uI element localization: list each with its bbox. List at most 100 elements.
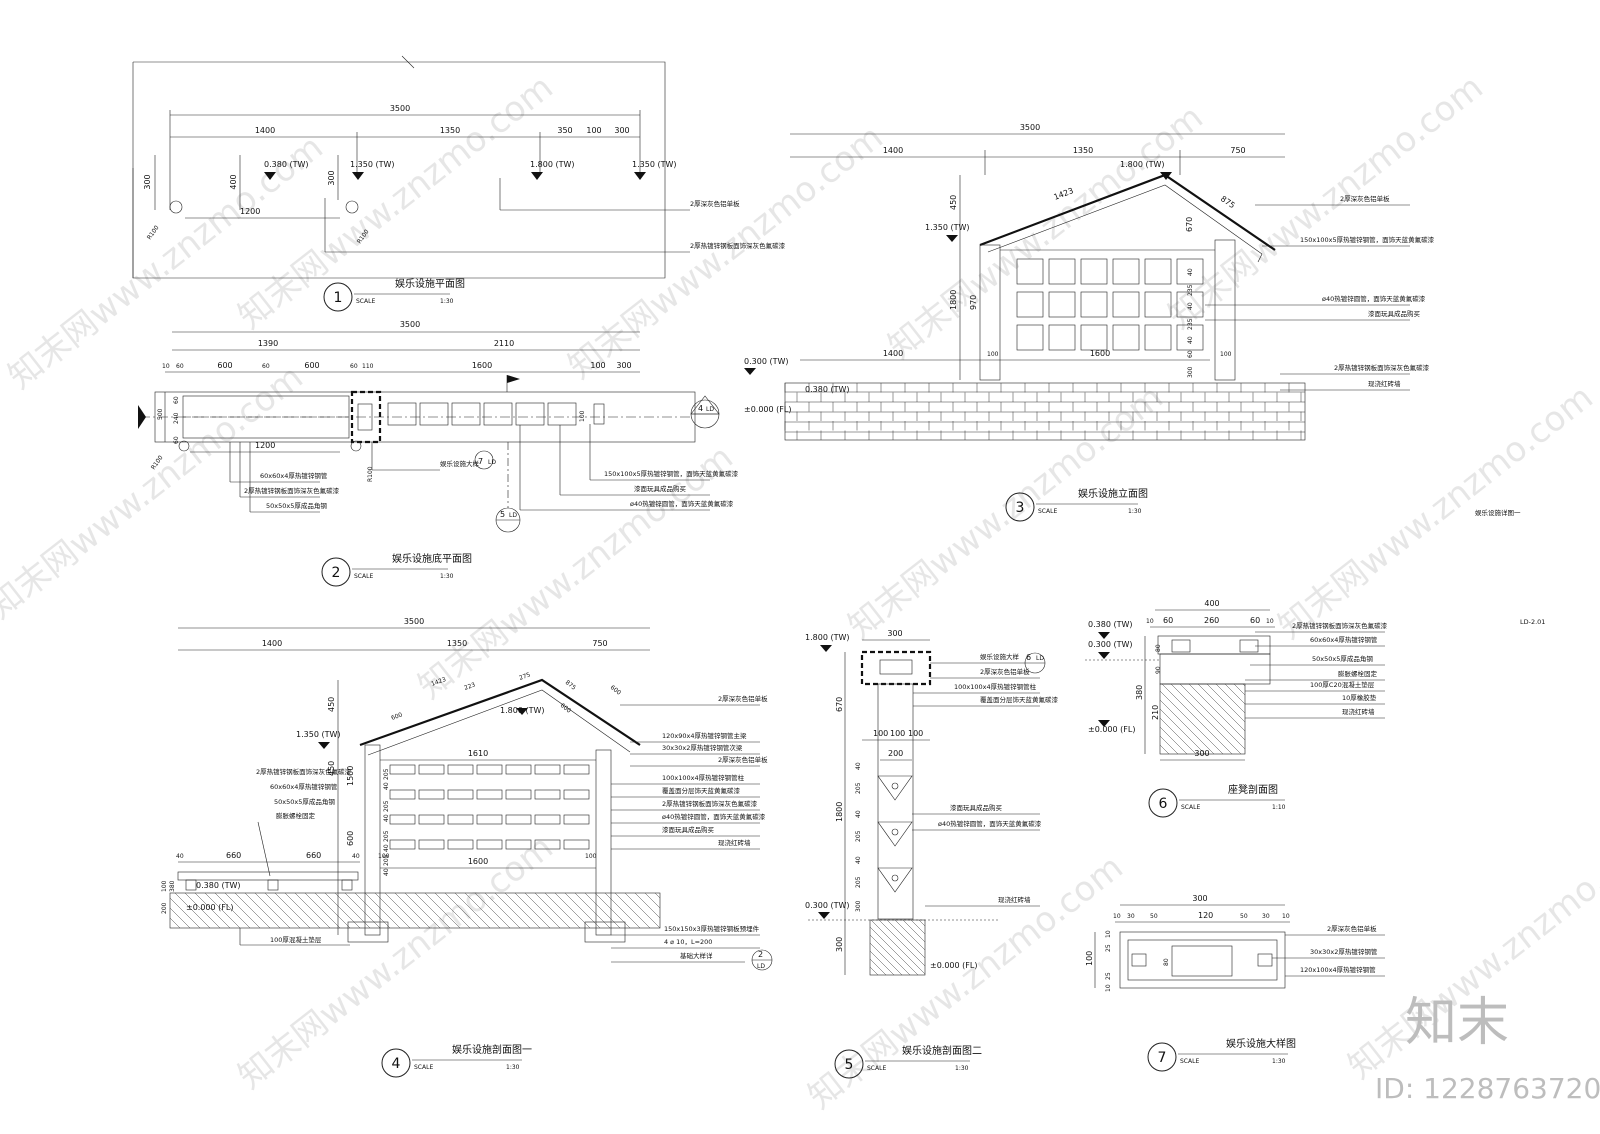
note-text: 膨胀螺栓固定 xyxy=(1338,669,1378,678)
board-panel xyxy=(418,764,445,775)
dim-text: 970 xyxy=(969,295,978,310)
dim-text: 60 xyxy=(173,396,180,404)
hatch-line xyxy=(910,919,926,935)
note-text: 漆面玩具成品购买 xyxy=(950,803,1003,812)
dim-text: 40 xyxy=(383,814,390,822)
hatch-line xyxy=(384,892,421,929)
note-text: 2厚热镀锌钢板面饰深灰色氟碳漆 xyxy=(1292,621,1388,630)
dim-text: 30 xyxy=(1262,913,1270,920)
dim-text: 60 xyxy=(1187,350,1194,358)
view-number-circle xyxy=(1148,788,1178,818)
view-number: 2 xyxy=(332,565,341,581)
note-text: 2厚热镀锌钢板面饰深灰色氟碳漆 xyxy=(244,486,340,495)
board-panel xyxy=(563,814,590,825)
level-text: 1.800 (TW) xyxy=(500,706,544,715)
dim-text: 600 xyxy=(559,702,572,715)
dim-text: 300 xyxy=(1192,894,1207,903)
hatch-line xyxy=(654,892,661,899)
dim-text: 1500 xyxy=(346,766,355,786)
dim-text: 750 xyxy=(1230,146,1245,155)
board-panel xyxy=(505,814,532,825)
board-grid xyxy=(1016,258,1204,351)
dim-text: 750 xyxy=(592,639,607,648)
dim-text: 60 xyxy=(176,363,184,370)
board-panel xyxy=(418,789,445,800)
dim-text: 200 xyxy=(161,902,168,914)
view-4-section-one: 3500 1400 1350 750 1423 600 223 275 875 … xyxy=(161,617,773,1078)
hatch-line xyxy=(878,919,926,967)
hatch-line xyxy=(354,892,391,929)
level-text: 0.380 (TW) xyxy=(196,881,240,890)
hatch-line xyxy=(474,892,511,929)
hatch-line xyxy=(886,919,926,959)
dim-text: 223 xyxy=(463,681,476,692)
view-number-circle xyxy=(1005,492,1035,522)
hatch-line xyxy=(174,892,211,929)
dim-text: 1800 xyxy=(949,290,958,310)
note-text: 120x90x4厚热镀锌钢管主梁 xyxy=(662,731,747,740)
hatch-line xyxy=(918,919,926,927)
note-text: 2厚深灰色铝单板 xyxy=(980,667,1030,676)
dim-text: 3500 xyxy=(390,104,410,113)
dim-text: 205 xyxy=(855,876,862,888)
hatch-line xyxy=(584,892,621,929)
ref-number: 6 xyxy=(1026,653,1031,662)
note-text: 现浇红砖墙 xyxy=(718,838,751,847)
dim-text: 30 xyxy=(1127,913,1135,920)
dim-text: 1350 xyxy=(440,126,460,135)
note-text: 现浇红砖墙 xyxy=(1368,379,1401,388)
dim-text: 100 xyxy=(579,410,586,422)
dim-text: 260 xyxy=(1204,616,1219,625)
hatch-line xyxy=(1159,690,1224,755)
level-text: 1.350 (TW) xyxy=(925,223,969,232)
hatch-line xyxy=(394,892,431,929)
dim-text: 450 xyxy=(949,195,958,210)
view-title: 娱乐设施底平面图 xyxy=(392,552,472,565)
hatch-line xyxy=(274,892,311,929)
board-panel xyxy=(389,789,416,800)
brand-logo-text: 知末 xyxy=(1405,993,1509,1053)
note-text: 膨胀螺栓固定 xyxy=(276,811,316,820)
hatch-line xyxy=(504,892,541,929)
board-panel xyxy=(447,789,474,800)
hatch-line xyxy=(869,926,919,976)
note-text: ø40热镀锌圆管，面饰天蓝黄氟碳漆 xyxy=(630,499,734,508)
brand-id-text: ID: 1228763720 xyxy=(1375,1072,1600,1105)
sheet-label: 娱乐设施详图一 xyxy=(1475,508,1521,517)
hatch-line xyxy=(902,919,926,943)
dim-text: 100 xyxy=(1220,351,1232,358)
dim-text: 205 xyxy=(383,768,390,780)
hatch-line xyxy=(464,892,501,929)
dim-text: 80 xyxy=(1155,644,1162,652)
dim-text: 600 xyxy=(390,711,403,722)
level-text: ±0.000 (FL) xyxy=(930,961,977,970)
level-text: 1.350 (TW) xyxy=(296,730,340,739)
view-title: 娱乐设施平面图 xyxy=(395,277,465,290)
dim-text: 120 xyxy=(1198,911,1213,920)
view-number: 4 xyxy=(392,1056,401,1072)
note-text: 50x50x5厚成品角钢 xyxy=(266,501,327,510)
dim-text: 450 xyxy=(327,697,336,712)
dim-text: 2110 xyxy=(494,339,514,348)
note-text: 100厚混凝土垫层 xyxy=(270,935,322,944)
hatch-line xyxy=(324,892,361,929)
view-number-circle xyxy=(834,1049,864,1079)
hatch-line xyxy=(1159,699,1215,755)
dim-text: 100 xyxy=(590,361,605,370)
board-panel xyxy=(534,764,561,775)
scale-label: SCALE xyxy=(867,1065,886,1072)
hatch-line xyxy=(374,892,411,929)
view-number-circle xyxy=(381,1048,411,1078)
dim-text: 80 xyxy=(1163,958,1170,966)
dim-text: 60 xyxy=(262,363,270,370)
dim-text: 40 xyxy=(855,810,862,818)
scale-value: 1:30 xyxy=(440,298,454,305)
ref-number: 7 xyxy=(478,457,483,466)
dim-text: 100 xyxy=(161,880,168,892)
dim-text: 110 xyxy=(362,363,374,370)
dim-text: 300 xyxy=(887,629,902,638)
dim-text: 1350 xyxy=(1073,146,1093,155)
dim-text: 10 xyxy=(1266,618,1274,625)
note-text: 100厚C20混凝土垫层 xyxy=(1310,680,1375,689)
note-text: 基础大样详 xyxy=(680,951,713,960)
